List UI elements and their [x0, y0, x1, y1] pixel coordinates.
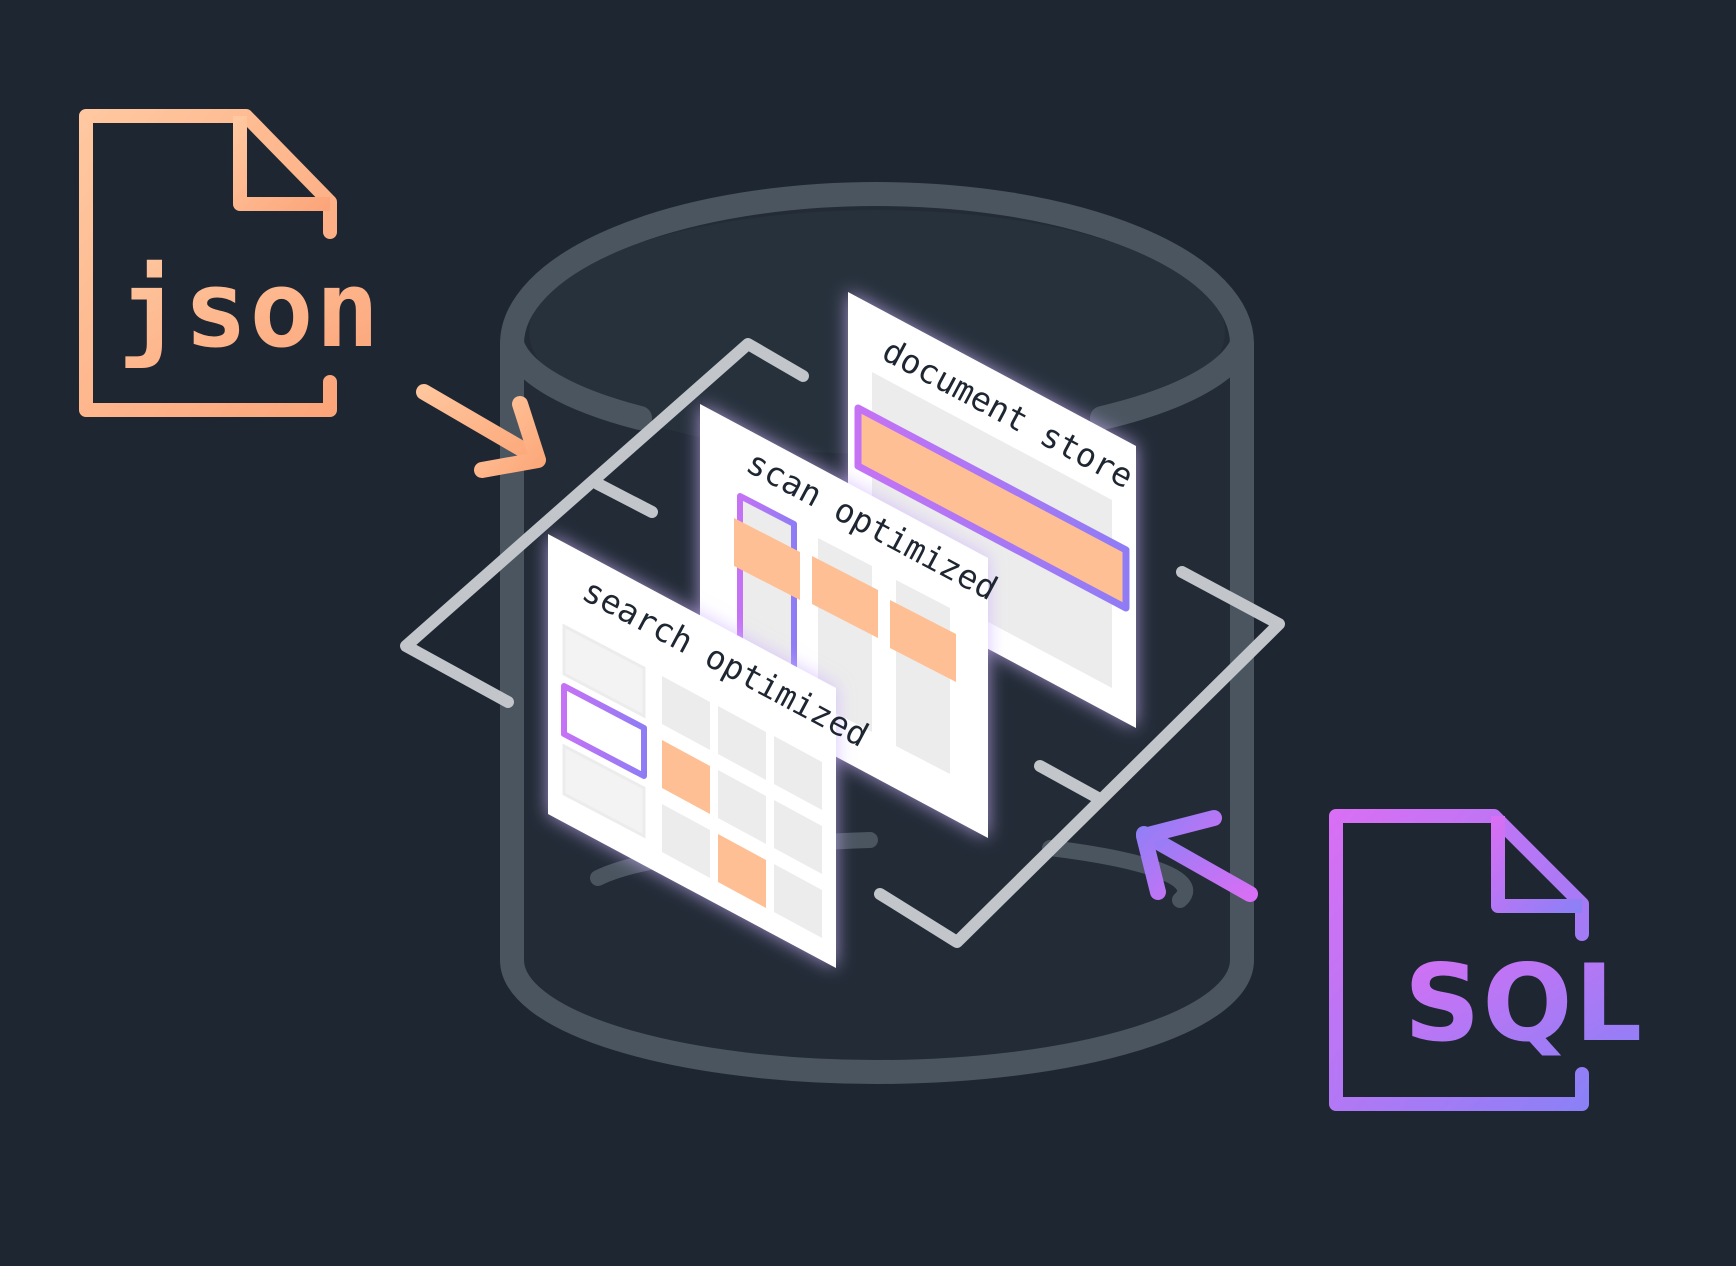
search-panel-row-1	[562, 623, 646, 719]
cylinder-bottom-rim	[500, 948, 1254, 1084]
sql-arrow-icon	[1136, 810, 1258, 902]
cycle-loop	[400, 338, 1285, 948]
search-panel-cell	[718, 770, 766, 844]
search-panel-cell	[774, 800, 822, 874]
search-panel-cell	[662, 804, 710, 878]
cycle-line-right	[874, 566, 1285, 948]
sql-file-corner-fold	[1491, 816, 1582, 913]
document-panel-highlight-row	[854, 404, 1130, 612]
sql-file-label: SQL	[1404, 942, 1644, 1065]
search-panel-row-2-selected	[561, 683, 647, 779]
search-panel-cell	[662, 676, 710, 750]
search-panel-cell	[774, 736, 822, 810]
scan-panel-cell-highlight-3	[890, 600, 956, 682]
cycle-line-left-tick	[592, 478, 658, 518]
json-arrow-icon	[416, 384, 546, 478]
scan-panel-cell-highlight-1	[734, 518, 800, 600]
json-file-label: json	[118, 248, 381, 371]
search-panel-cell-highlight-2	[718, 834, 766, 908]
sql-file-icon: SQL	[1329, 809, 1644, 1111]
scan-panel-cell-highlight-2	[812, 556, 878, 638]
search-panel-cell	[774, 864, 822, 938]
sql-arrow-head	[1136, 810, 1222, 900]
cylinder-top-back-rim	[500, 182, 1254, 356]
search-panel-cell	[718, 706, 766, 780]
json-arrow-head	[474, 396, 546, 478]
json-file-corner-fold	[233, 116, 330, 211]
json-file-icon: json	[79, 109, 381, 417]
sql-arrow-shaft	[1136, 826, 1258, 902]
json-arrow-shaft	[416, 384, 542, 464]
search-panel-row-3	[562, 743, 646, 839]
search-panel-cell-highlight-1	[662, 740, 710, 814]
cylinder-inner-floor-right	[1042, 840, 1194, 908]
cycle-line-right-tick	[1034, 760, 1104, 804]
cycle-line-left	[400, 338, 809, 708]
